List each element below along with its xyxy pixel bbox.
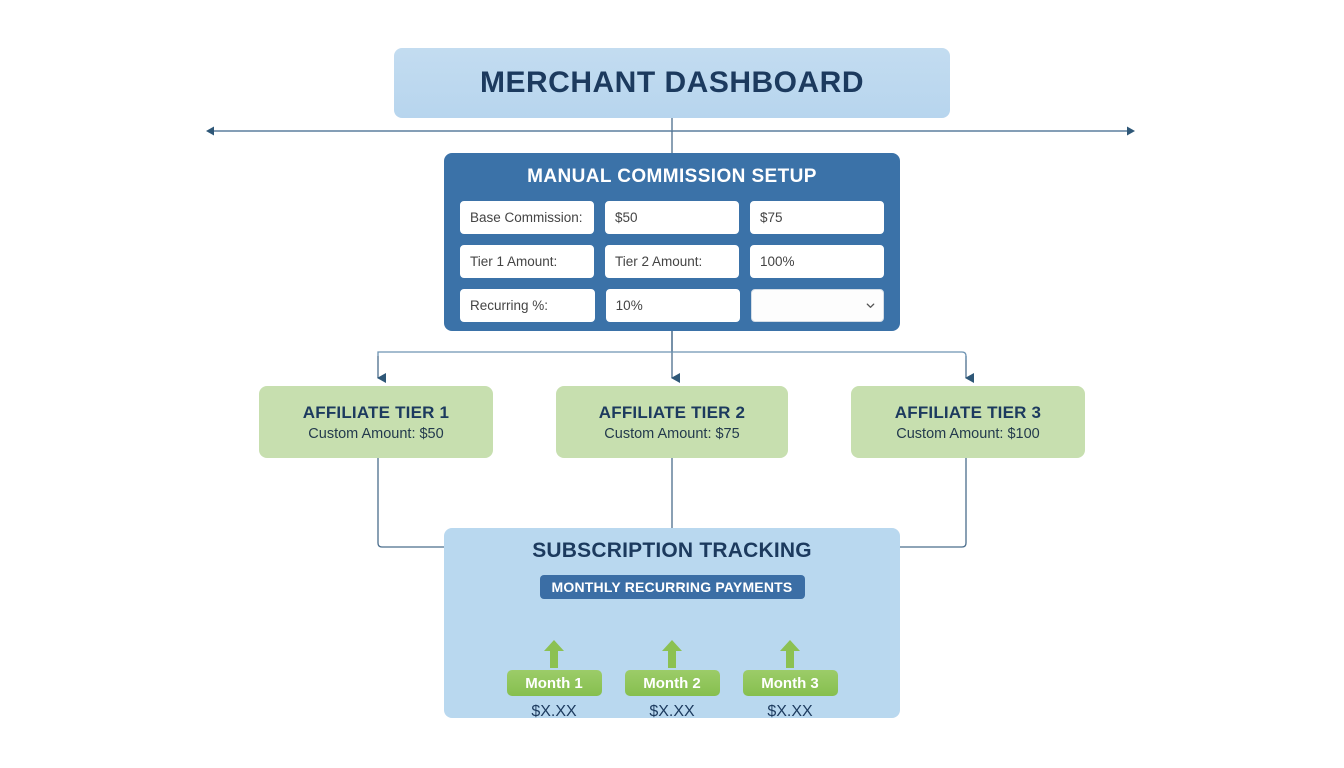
month-2-amount: $X.XX: [649, 703, 695, 720]
subscription-tracking-title: SUBSCRIPTION TRACKING: [532, 539, 812, 562]
arrow-up-icon: [662, 640, 682, 668]
commission-field-row-2: Tier 1 Amount: Tier 2 Amount: 100%: [460, 245, 884, 278]
page-title: MERCHANT DASHBOARD: [480, 66, 864, 99]
commission-type-select[interactable]: [751, 289, 885, 322]
merchant-dashboard-box[interactable]: MERCHANT DASHBOARD: [394, 48, 950, 118]
month-1-column: Month 1 $X.XX: [506, 640, 602, 721]
month-3-amount: $X.XX: [767, 703, 813, 720]
affiliate-tier-3-box[interactable]: AFFILIATE TIER 3 Custom Amount: $100: [851, 386, 1085, 458]
subscription-tracking-panel: SUBSCRIPTION TRACKING MONTHLY RECURRING …: [444, 528, 900, 721]
recurring-percent-value-field[interactable]: 10%: [605, 289, 741, 322]
month-1-amount: $X.XX: [531, 703, 577, 720]
affiliate-tier-2-amount: Custom Amount: $75: [604, 425, 740, 442]
month-2-column: Month 2 $X.XX: [624, 640, 720, 721]
percent-total-field[interactable]: 100%: [750, 245, 884, 278]
commission-field-row-1: Base Commission: $50 $75: [460, 201, 884, 234]
affiliate-tier-1-box[interactable]: AFFILIATE TIER 1 Custom Amount: $50: [259, 386, 493, 458]
tier-2-amount-field[interactable]: Tier 2 Amount:: [605, 245, 739, 278]
tier-1-amount-field[interactable]: Tier 1 Amount:: [460, 245, 594, 278]
month-2-chip[interactable]: Month 2: [624, 670, 720, 696]
affiliate-tier-2-title: AFFILIATE TIER 2: [598, 402, 746, 422]
monthly-recurring-payments-badge: MONTHLY RECURRING PAYMENTS: [539, 575, 805, 599]
month-1-chip[interactable]: Month 1: [506, 670, 602, 696]
month-3-chip[interactable]: Month 3: [742, 670, 838, 696]
arrow-up-icon: [780, 640, 800, 668]
manual-commission-setup-panel: MANUAL COMMISSION SETUP Base Commission:…: [444, 153, 900, 331]
commission-field-row-3: Recurring %: 10%: [460, 289, 885, 322]
affiliate-tier-1-amount: Custom Amount: $50: [308, 425, 444, 442]
recurring-percent-label-field[interactable]: Recurring %:: [460, 289, 595, 322]
manual-commission-setup-title: MANUAL COMMISSION SETUP: [527, 166, 817, 187]
base-commission-alt-value-field[interactable]: $75: [750, 201, 884, 234]
chevron-down-icon: [866, 303, 875, 308]
base-commission-value-field[interactable]: $50: [605, 201, 739, 234]
arrow-up-icon: [544, 640, 564, 668]
month-3-column: Month 3 $X.XX: [742, 640, 838, 721]
affiliate-tier-3-title: AFFILIATE TIER 3: [894, 402, 1042, 422]
months-row: Month 1 $X.XX Month 2 $X.XX Month 3 $X.X…: [444, 640, 900, 721]
affiliate-tier-3-amount: Custom Amount: $100: [896, 425, 1040, 442]
base-commission-label-field[interactable]: Base Commission:: [460, 201, 594, 234]
affiliate-tier-2-box[interactable]: AFFILIATE TIER 2 Custom Amount: $75: [556, 386, 788, 458]
affiliate-tier-1-title: AFFILIATE TIER 1: [302, 402, 450, 422]
